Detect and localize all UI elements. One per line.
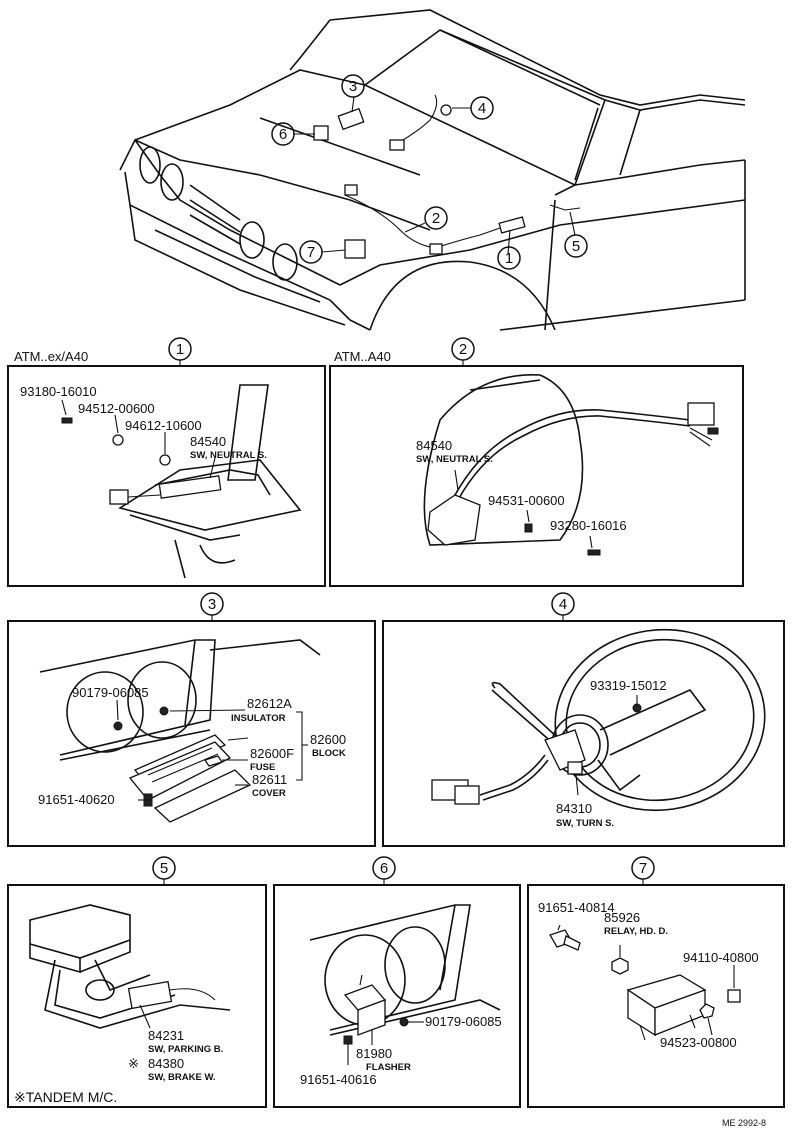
p3-label-91651-40620: 91651-40620 (38, 792, 115, 807)
p7-label-91651-40814: 91651-40814 (538, 900, 615, 915)
p5-label-84380: 84380 (148, 1056, 184, 1071)
callout-5: 5 (572, 238, 580, 255)
p1-label-84540: 84540 (190, 434, 226, 449)
p3-label-82600: 82600 (310, 732, 346, 747)
p6-label-90179-06085: 90179-06085 (425, 1014, 502, 1029)
p4-label-84310: 84310 (556, 801, 592, 816)
p1-label-93180-16010: 93180-16010 (20, 384, 97, 399)
panel-1-frame (7, 365, 326, 587)
p7-label-94110-40800: 94110-40800 (683, 950, 759, 965)
p5-label-84231: 84231 (148, 1028, 184, 1043)
callout-4: 4 (478, 100, 486, 117)
p2-label-84540: 84540 (416, 438, 452, 453)
panel-6: 6 90179-06085 81980 FLASHER 91651-40616 (273, 856, 521, 1108)
p4-desc-turn-switch: SW, TURN S. (556, 818, 614, 829)
p7-label-85926: 85926 (604, 910, 640, 925)
p6-label-91651-40616: 91651-40616 (300, 1072, 377, 1087)
callout-3: 3 (349, 78, 357, 95)
p3-label-90179-06085: 90179-06085 (72, 685, 149, 700)
panel-7-frame (527, 884, 785, 1108)
panel-7: 7 91651-40814 85926 RELAY, HD. D. 94110-… (527, 856, 785, 1108)
p5-desc-parking-brake-switch: SW, PARKING B. (148, 1044, 223, 1055)
p3-desc-fuse: FUSE (250, 762, 275, 773)
panel-3-frame (7, 620, 376, 847)
p6-desc-flasher: FLASHER (366, 1062, 411, 1073)
panel-4-frame (382, 620, 785, 847)
p4-label-93319-15012: 93319-15012 (590, 678, 667, 693)
p5-desc-brake-warning-switch: SW, BRAKE W. (148, 1072, 216, 1083)
p1-label-94512-00600: 94512-00600 (78, 401, 155, 416)
p3-label-82611: 82611 (252, 772, 287, 787)
p7-desc-relay: RELAY, HD. D. (604, 926, 668, 937)
p2-label-94531-00600: 94531-00600 (488, 493, 565, 508)
panel-1: ATM..ex/A40 1 93180-16010 94512-00600 94… (7, 337, 326, 587)
p3-label-82600F: 82600F (250, 746, 294, 761)
panel-6-number: 6 (380, 860, 388, 877)
panel-1-header: ATM..ex/A40 (14, 349, 88, 364)
car-overview-illustration (119, 9, 746, 331)
callout-1: 1 (505, 250, 513, 267)
p5-note-tandem: ※TANDEM M/C. (14, 1089, 117, 1105)
panel-2: ATM..A40 2 84540 SW, NEUTRAL S. 94531-00… (329, 337, 744, 587)
p6-label-81980: 81980 (356, 1046, 392, 1061)
p3-desc-cover: COVER (252, 788, 286, 799)
callout-2: 2 (432, 210, 440, 227)
p2-desc-neutral-switch: SW, NEUTRAL S. (416, 454, 493, 465)
p1-label-94612-10600: 94612-10600 (125, 418, 202, 433)
footer-code: ME 2992-8 (722, 1118, 766, 1128)
panel-1-number: 1 (176, 341, 184, 358)
panel-2-header: ATM..A40 (334, 349, 391, 364)
p3-label-82612A: 82612A (247, 696, 292, 711)
p7-label-94523-00800: 94523-00800 (660, 1035, 737, 1050)
callout-6: 6 (279, 126, 287, 143)
p3-desc-insulator: INSULATOR (231, 713, 286, 724)
panel-4: 4 93319-15012 84310 SW, TURN S. (382, 592, 785, 847)
panel-7-number: 7 (639, 860, 647, 877)
panel-5-number: 5 (160, 860, 168, 877)
overview-callouts: 3 4 6 2 7 1 5 (271, 74, 588, 270)
callout-7: 7 (307, 244, 315, 261)
p2-label-93280-16016: 93280-16016 (550, 518, 627, 533)
p5-mark-asterisk: ※ (128, 1056, 139, 1071)
panel-6-frame (273, 884, 521, 1108)
panel-4-number: 4 (559, 596, 567, 613)
panel-5-frame (7, 884, 267, 1108)
panel-2-number: 2 (459, 341, 467, 358)
panel-3-number: 3 (208, 596, 216, 613)
panel-2-frame (329, 365, 744, 587)
panel-5: 5 84231 SW, PARKING B. ※ 84380 SW, BRAKE… (7, 856, 267, 1108)
panel-3: 3 90179-06085 82612A INSULATOR 82600 BLO (7, 592, 376, 847)
p3-desc-block: BLOCK (312, 748, 346, 759)
p1-desc-neutral-switch: SW, NEUTRAL S. (190, 450, 267, 461)
